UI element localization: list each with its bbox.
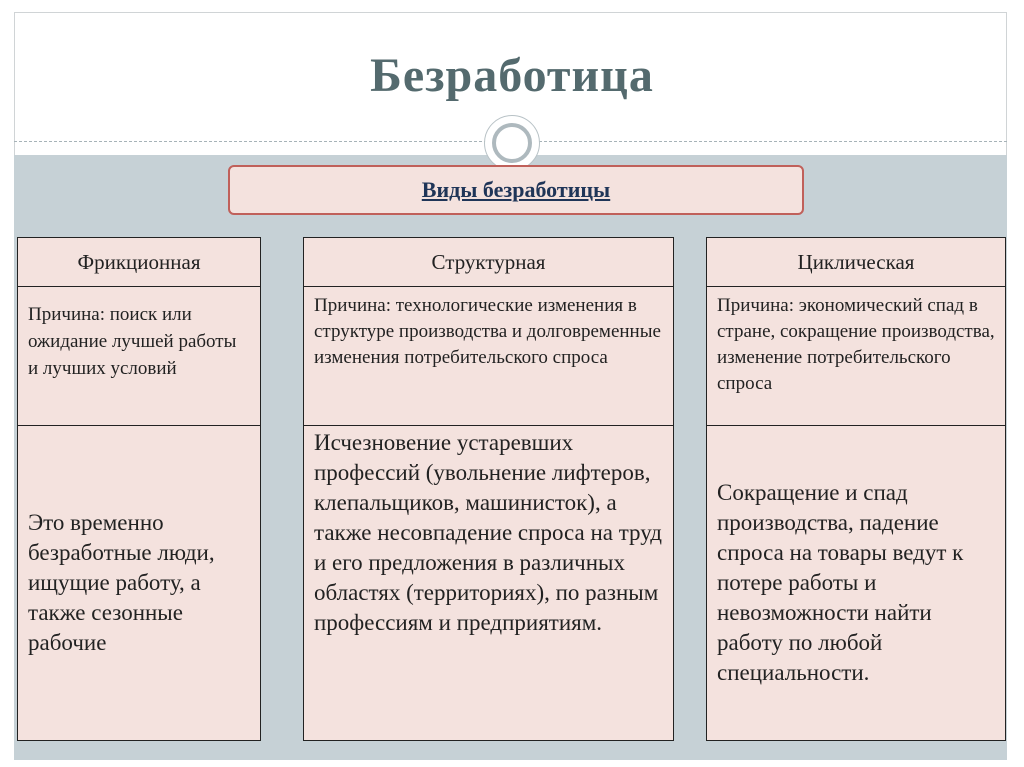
column-description: Исчезновение устаревших профессий (уволь…	[303, 425, 674, 741]
column-description: Это временно безработные люди, ищущие ра…	[17, 425, 261, 741]
column-heading: Циклическая	[706, 237, 1006, 287]
column-cyclical: Циклическая Причина: экономический спад …	[706, 237, 1006, 741]
column-description: Сокращение и спад производства, падение …	[706, 425, 1006, 741]
slide-title: Безработица	[370, 49, 654, 102]
ring-ornament-inner	[492, 123, 532, 163]
column-description-text: Сокращение и спад производства, падение …	[717, 480, 964, 685]
types-header-text: Виды безработицы	[421, 177, 611, 202]
column-cause: Причина: экономический спад в стране, со…	[706, 286, 1006, 426]
types-header-box: Виды безработицы	[228, 165, 804, 215]
column-description-text: Это временно безработные люди, ищущие ра…	[28, 510, 215, 655]
ring-ornament-icon	[484, 115, 540, 171]
column-description-text: Исчезновение устаревших профессий (уволь…	[314, 430, 663, 635]
column-frictional: Фрикционная Причина: поиск или ожидание …	[17, 237, 261, 741]
column-heading: Структурная	[303, 237, 674, 287]
column-structural: Структурная Причина: технологические изм…	[303, 237, 674, 741]
column-cause: Причина: поиск или ожидание лучшей работ…	[17, 286, 261, 426]
column-heading: Фрикционная	[17, 237, 261, 287]
column-cause: Причина: технологические изменения в стр…	[303, 286, 674, 426]
